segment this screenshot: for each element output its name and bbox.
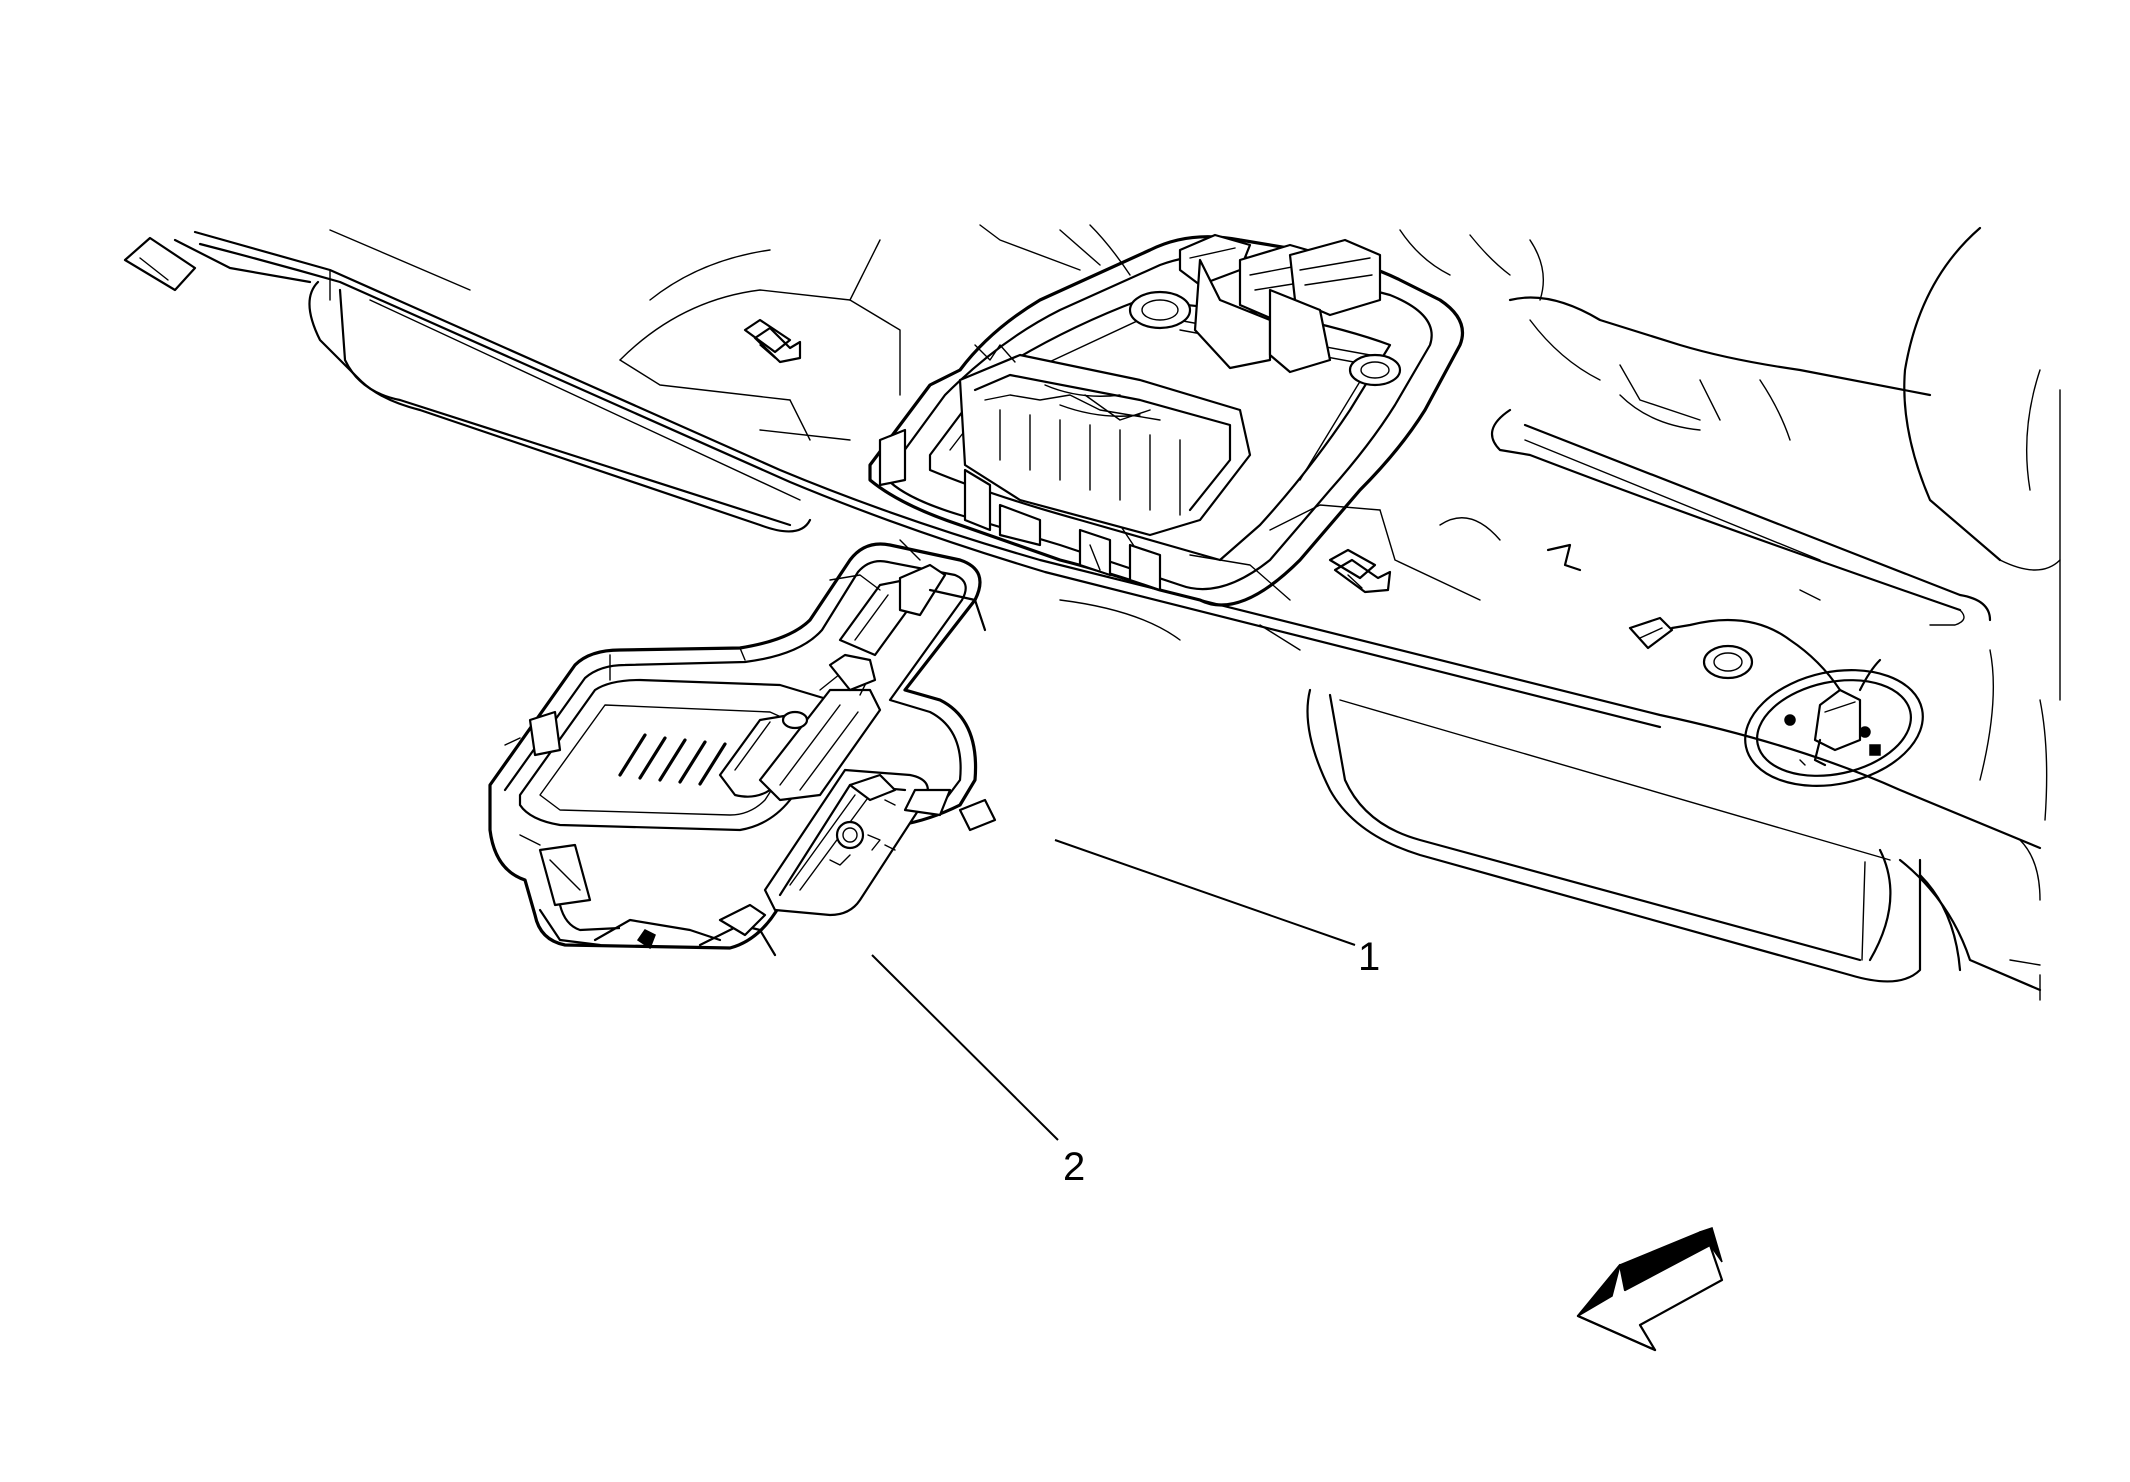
grommet xyxy=(1702,644,1754,680)
front-direction-arrow-icon xyxy=(1576,1227,1724,1352)
leader-line-1 xyxy=(1054,839,1356,946)
overhead-console-assembly xyxy=(488,542,997,957)
callout-2-group: 2 xyxy=(871,954,1085,1189)
callout-1-group: 1 xyxy=(1054,839,1380,979)
wire-connector xyxy=(1628,616,1842,692)
headliner-panel xyxy=(123,224,2061,1001)
leader-line-2 xyxy=(871,954,1059,1141)
headliner-clip-right xyxy=(1328,548,1392,594)
callout-1-label: 1 xyxy=(1358,935,1380,979)
overhead-console-base-bracket xyxy=(868,233,1465,607)
callout-2-label: 2 xyxy=(1063,1145,1085,1189)
headliner-hook xyxy=(1546,543,1582,572)
dome-lamp-opening xyxy=(1744,658,1924,787)
headliner-clip-left xyxy=(743,318,802,364)
